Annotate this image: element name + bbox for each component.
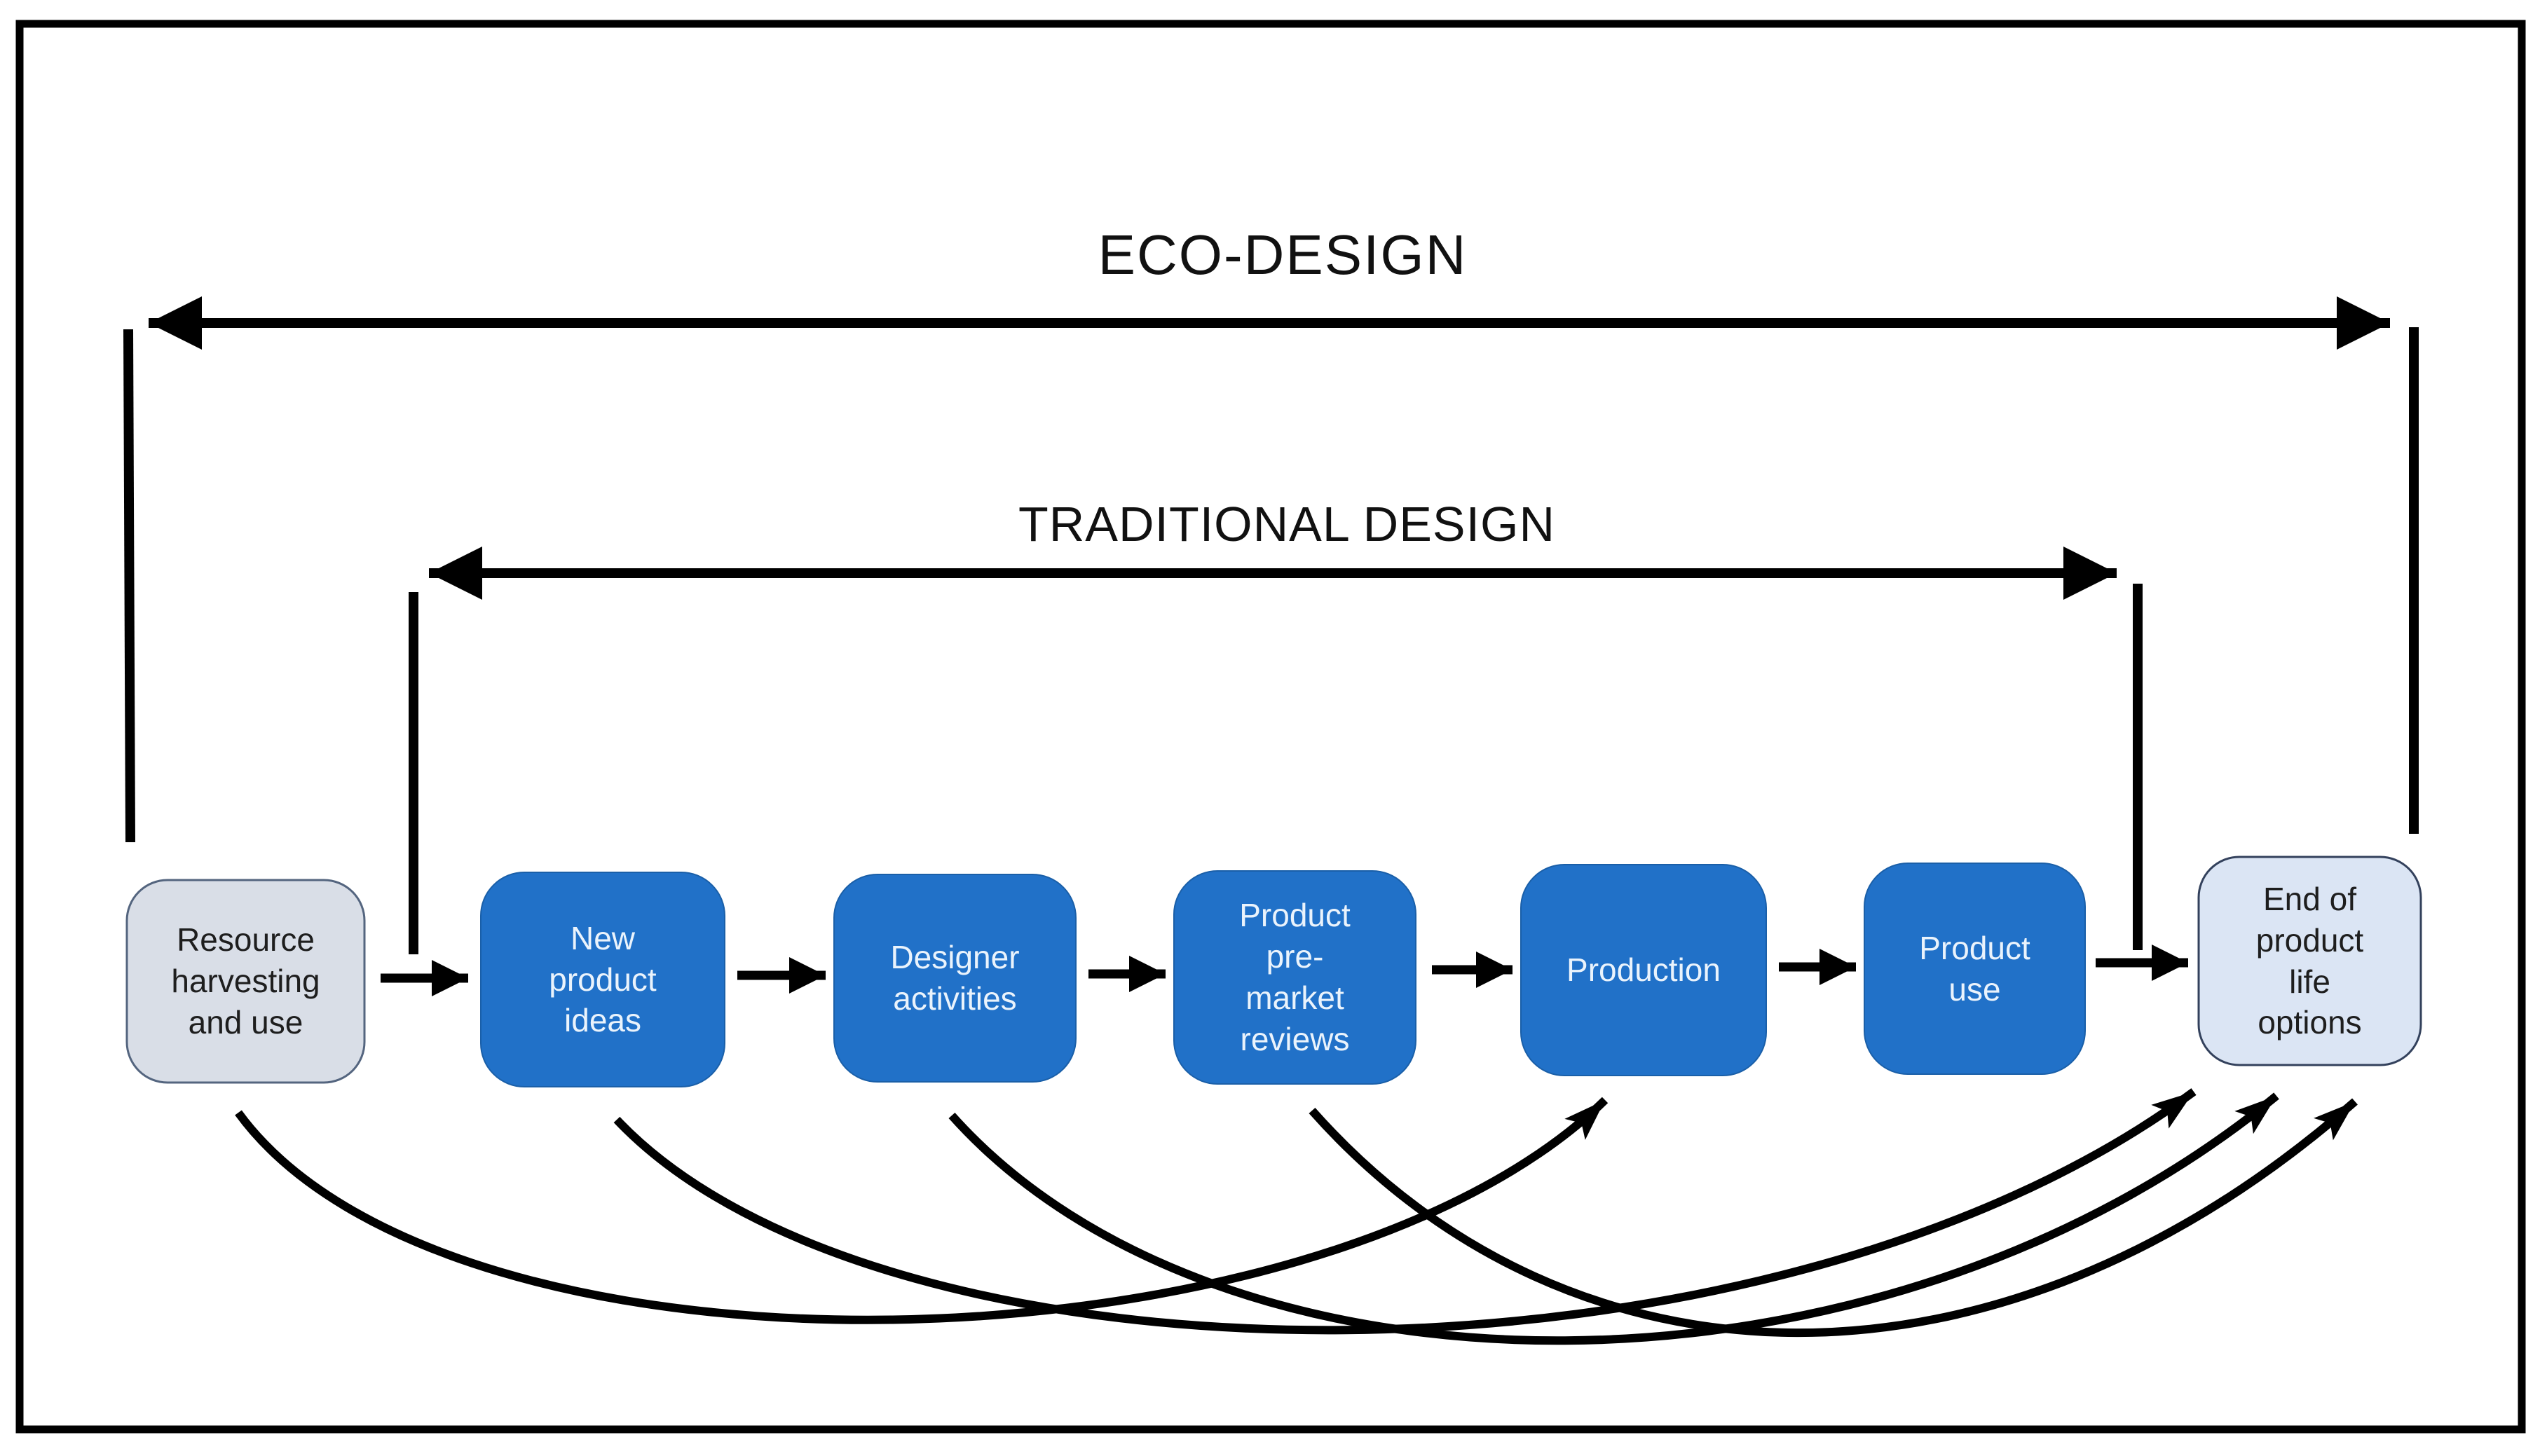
box-product-pre-market-reviews xyxy=(1173,870,1416,1085)
box-end-of-product-life xyxy=(2197,856,2422,1066)
box-designer-activities xyxy=(833,874,1077,1083)
feedback-curve-designer-to-endoflife xyxy=(948,1092,2279,1345)
box-new-product-ideas xyxy=(480,872,725,1087)
eco-design-title: ECO-DESIGN xyxy=(1098,224,1468,286)
eco-design-left-bar xyxy=(123,329,135,843)
feedback-curve-resource-to-production xyxy=(235,1097,1609,1324)
feedback-curve-ideas-to-endoflife xyxy=(613,1088,2197,1335)
feedback-curve-reviews-to-endoflife xyxy=(1309,1098,2358,1338)
box-resource-harvesting xyxy=(125,879,366,1084)
box-product-use xyxy=(1864,863,2086,1075)
box-production xyxy=(1520,864,1767,1076)
outer-border xyxy=(15,20,2526,1434)
traditional-design-title: TRADITIONAL DESIGN xyxy=(1018,497,1556,551)
